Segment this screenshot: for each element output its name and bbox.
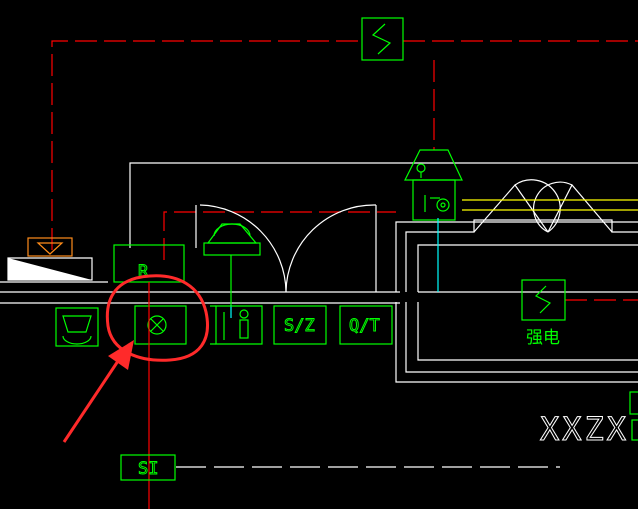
pendant-lamp-icon[interactable] xyxy=(203,223,261,305)
distribution-panel-icon[interactable] xyxy=(404,149,463,221)
sz-box[interactable]: S/Z xyxy=(273,305,327,345)
cup-fixture-icon[interactable] xyxy=(55,307,99,347)
power-switch-icon[interactable]: 强电 xyxy=(521,279,566,348)
r-box-label: R xyxy=(138,262,149,282)
si-box[interactable]: SI xyxy=(120,454,176,481)
red-dashed-control-loop xyxy=(51,40,638,301)
power-box-label: 强电 xyxy=(526,328,560,348)
room-code-label: XXZX xyxy=(540,410,629,448)
cabinet-connector-icon[interactable] xyxy=(210,305,263,345)
yellow-trace xyxy=(462,199,638,211)
annotation-arrow-head xyxy=(108,340,134,370)
door-arcs xyxy=(199,179,613,293)
wall-lamp-icon xyxy=(7,237,93,281)
highlight-annotation xyxy=(62,274,209,443)
si-box-label: SI xyxy=(138,459,158,479)
wall-outlines xyxy=(0,162,638,383)
cross-circle-lamp-icon[interactable] xyxy=(134,305,187,345)
lightning-switch-icon[interactable] xyxy=(361,17,404,61)
sz-box-label: S/Z xyxy=(284,316,315,336)
annotation-circle xyxy=(105,274,209,362)
qt-box[interactable]: Q/T xyxy=(339,305,393,345)
cyan-cables xyxy=(230,218,439,318)
annotation-arrow-shaft xyxy=(62,357,122,443)
room-code: XXZX xyxy=(540,391,638,449)
qt-box-label: Q/T xyxy=(349,316,380,336)
